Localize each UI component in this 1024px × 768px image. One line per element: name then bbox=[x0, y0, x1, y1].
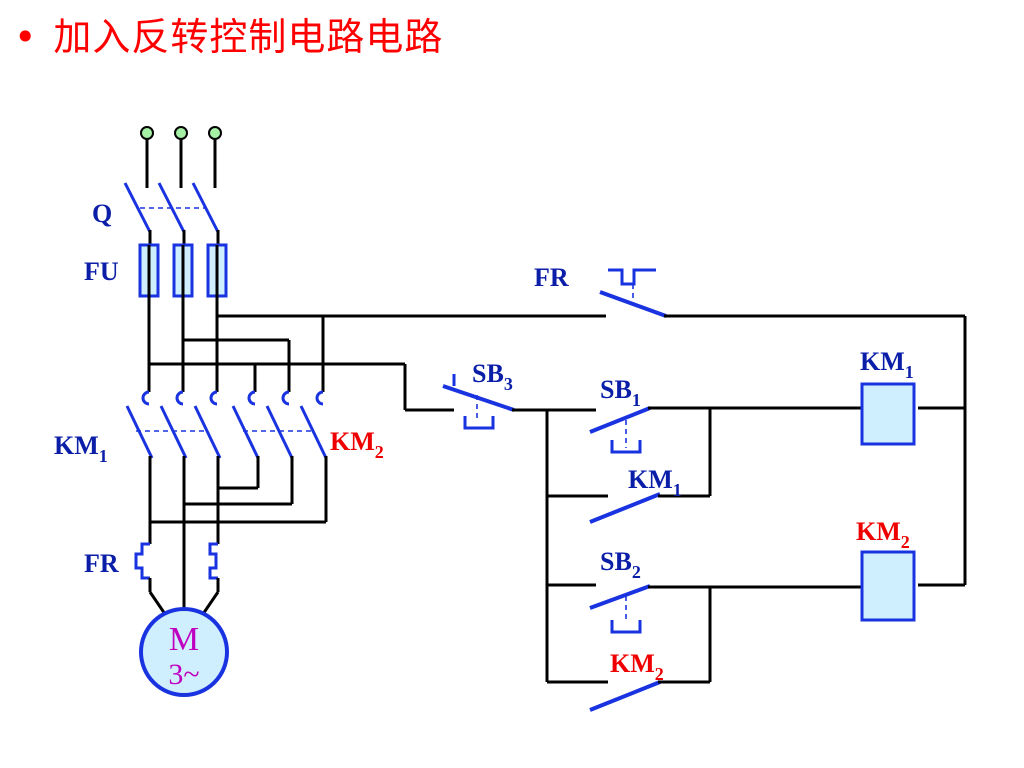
label-fu: FU bbox=[84, 257, 119, 286]
slide-title: • 加入反转控制电路电路 bbox=[14, 6, 443, 61]
label-km1-coil: KM1 bbox=[860, 347, 914, 382]
label-km1-power: KM1 bbox=[54, 431, 108, 466]
sb3-stop-button bbox=[442, 374, 515, 430]
terminal-l2 bbox=[174, 126, 188, 140]
fr-nc-contact bbox=[599, 268, 667, 318]
label-km1-aux: KM1 bbox=[628, 465, 682, 500]
label-km2-coil: KM2 bbox=[856, 517, 910, 552]
title-text: 加入反转控制电路电路 bbox=[53, 15, 444, 59]
label-km2-power: KM2 bbox=[330, 427, 384, 462]
sb2-reverse-button bbox=[589, 584, 651, 634]
km-main-contacts bbox=[125, 390, 328, 459]
fuses-fu bbox=[138, 243, 228, 298]
label-sb1: SB1 bbox=[600, 375, 641, 410]
switch-q bbox=[123, 182, 220, 233]
label-km2-aux: KM2 bbox=[610, 649, 664, 684]
control-circuit bbox=[217, 268, 967, 712]
motor-phase: 3~ bbox=[168, 658, 199, 691]
label-fr-control: FR bbox=[534, 263, 569, 292]
label-fr-power: FR bbox=[84, 549, 119, 578]
supply-terminals bbox=[140, 126, 222, 188]
title-bullet: • bbox=[14, 15, 38, 59]
thermal-relay-power bbox=[134, 542, 218, 580]
label-q: Q bbox=[92, 199, 112, 228]
terminal-l1 bbox=[140, 126, 154, 140]
label-sb2: SB2 bbox=[600, 547, 641, 582]
power-circuit: M 3~ bbox=[123, 126, 405, 697]
terminal-l3 bbox=[208, 126, 222, 140]
km2-coil bbox=[860, 550, 916, 622]
km1-coil bbox=[860, 382, 916, 446]
motor: M 3~ bbox=[139, 607, 229, 697]
motor-symbol: M bbox=[169, 621, 199, 658]
label-sb3: SB3 bbox=[472, 359, 513, 394]
sb1-forward-button bbox=[589, 406, 651, 454]
